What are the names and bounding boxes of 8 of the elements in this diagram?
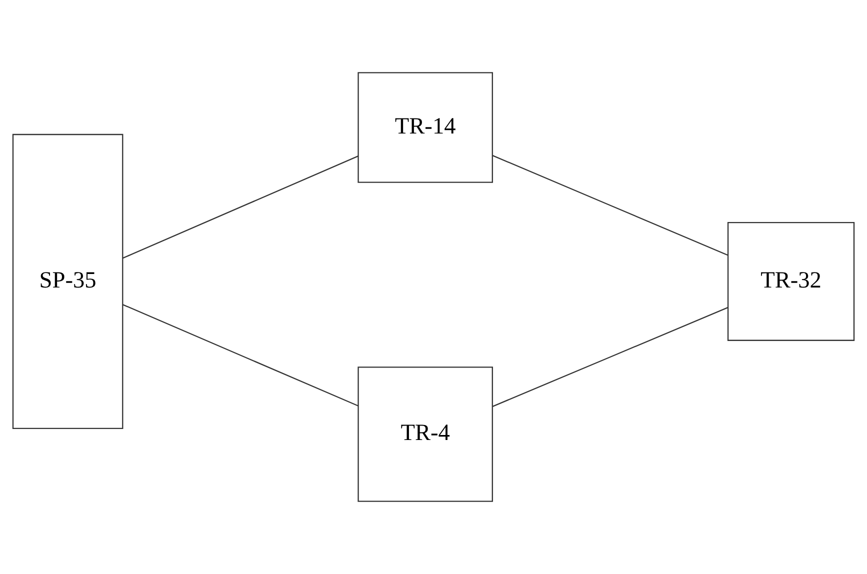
connector	[492, 155, 728, 256]
node-box: TR-4	[358, 366, 493, 502]
connector	[122, 304, 358, 406]
connector	[122, 156, 358, 259]
node-box: TR-32	[727, 222, 855, 341]
connector	[492, 306, 728, 407]
node-box: SP-35	[12, 134, 124, 430]
node-box: TR-14	[358, 72, 493, 183]
